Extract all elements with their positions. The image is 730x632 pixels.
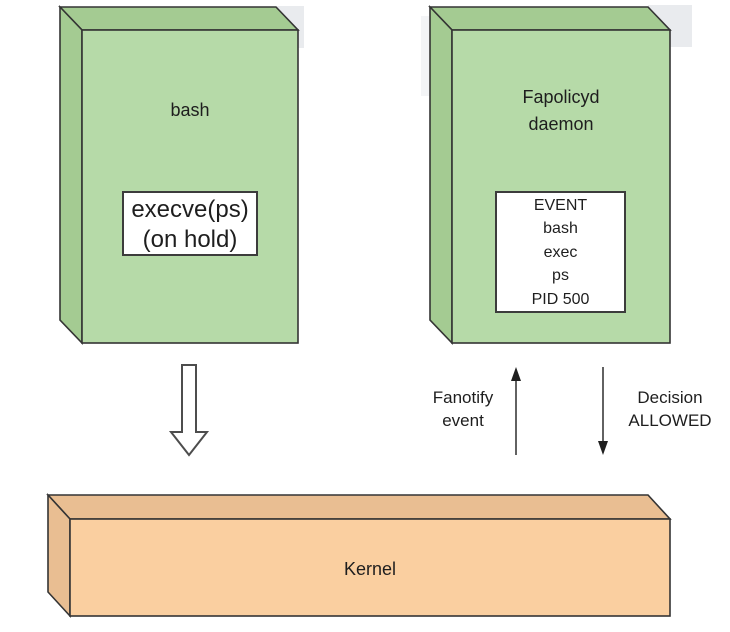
kernel-box-title: Kernel: [343, 559, 397, 579]
fapolicyd-box-title: Fapolicyd daemon: [452, 84, 670, 138]
on-hold-line: (on hold): [142, 226, 238, 253]
event-line-3: exec: [543, 243, 578, 261]
decision-label-line-2: ALLOWED: [628, 411, 712, 430]
bash-to-kernel-arrow: [168, 364, 210, 457]
decision-allowed-label: Decision ALLOWED: [610, 386, 730, 432]
fanotify-event-arrow: [511, 367, 521, 455]
decision-allowed-arrow: [598, 367, 608, 455]
execve-hold-box: execve(ps) (on hold): [122, 191, 258, 256]
event-line-4: ps: [552, 267, 569, 285]
kernel-box-front-face: [69, 518, 671, 617]
decision-label-line-1: Decision: [637, 388, 703, 407]
bash-box-front-face: [81, 29, 299, 344]
event-line-1: EVENT: [533, 197, 588, 214]
event-line-2: bash: [543, 220, 578, 238]
fapolicyd-box-top-face: [428, 6, 672, 31]
event-line-5: PID 500: [531, 290, 590, 308]
fapolicyd-title-line-1: Fapolicyd: [522, 87, 600, 107]
fapolicyd-title-line-2: daemon: [528, 114, 594, 134]
bash-box-title: bash: [170, 100, 210, 120]
fanotify-label-line-1: Fanotify: [432, 388, 494, 407]
fapolicyd-box-left-shadow: [421, 16, 429, 96]
fanotify-label-line-2: event: [442, 411, 484, 430]
arrow-up-head: [511, 367, 521, 381]
fapolicyd-box-side-face: [429, 5, 453, 345]
event-details-box: EVENT bash exec ps PID 500: [495, 191, 626, 313]
bash-box-top-face: [58, 6, 300, 31]
fanotify-event-label: Fanotify event: [408, 386, 518, 432]
bash-box-side-face: [59, 5, 83, 345]
arrow-down-head: [598, 441, 608, 455]
kernel-box-top-face: [46, 494, 672, 520]
execve-line: execve(ps): [131, 196, 249, 223]
